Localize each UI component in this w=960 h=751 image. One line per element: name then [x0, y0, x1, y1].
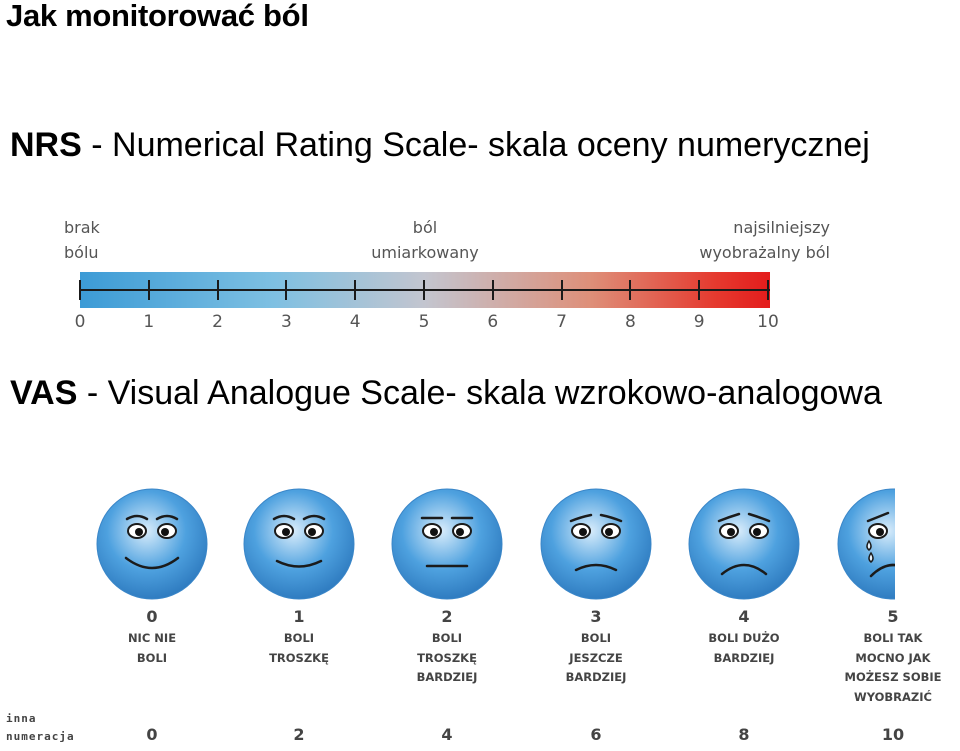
face-alt-number-4: 8: [738, 725, 750, 744]
face-alt-number-3: 6: [590, 725, 602, 744]
face-eyebrow-3-1: [599, 513, 623, 523]
nrs-tick-3: [285, 280, 288, 300]
face-pupil-0-0: [135, 528, 143, 536]
face-circle-1: [243, 488, 355, 600]
nrs-number-8: 8: [624, 312, 636, 332]
face-pupil-2-1: [456, 528, 464, 536]
vas-heading-abbr: VAS: [10, 374, 78, 412]
vas-faces: [96, 488, 895, 600]
nrs-label-moderate-line2: umiarkowany: [371, 243, 479, 262]
face-alt-number-1: 2: [293, 725, 305, 744]
nrs-heading: NRS - Numerical Rating Scale- skala ocen…: [10, 126, 870, 165]
nrs-tick-4: [354, 280, 357, 300]
face-eyebrow-3-0: [569, 513, 593, 523]
nrs-tick-2: [216, 280, 219, 300]
vas-heading-text: - Visual Analogue Scale- skala wzrokowo-…: [77, 374, 882, 412]
nrs-label-worst-line1: najsilniejszy: [733, 218, 830, 237]
face-alt-number-5: 10: [881, 725, 905, 744]
nrs-heading-text: - Numerical Rating Scale- skala oceny nu…: [81, 126, 870, 164]
nrs-number-4: 4: [349, 312, 361, 332]
face-eyebrow-1-1: [302, 514, 326, 521]
nrs-tick-8: [629, 280, 632, 300]
face-description-1: BOLI TROSZKĘ: [269, 631, 329, 665]
nrs-label-worst: najsilniejszy wyobrażalny ból: [660, 215, 830, 265]
nrs-number-6: 6: [487, 312, 499, 332]
face-description-4: BOLI DUŻO BARDZIEJ: [708, 631, 780, 665]
face-pupil-3-0: [579, 528, 587, 536]
face-circle-3: [540, 488, 652, 600]
face-number-3: 3: [590, 607, 602, 626]
nrs-number-1: 1: [143, 312, 155, 332]
face-mouth-1: [275, 559, 323, 568]
face-mouth-0: [124, 556, 180, 570]
nrs-label-no-pain: brak bólu: [64, 215, 100, 265]
nrs-tick-10: [767, 280, 769, 300]
nrs-heading-abbr: NRS: [10, 126, 82, 164]
face-description-0: NIC NIE BOLI: [127, 631, 177, 665]
face-pupil-4-0: [727, 528, 735, 536]
nrs-scale-line: [80, 289, 770, 291]
nrs-tick-5: [423, 280, 425, 300]
face-description-3: BOLI JESZCZE BARDZIEJ: [565, 631, 627, 684]
face-eyebrow-5-0: [866, 511, 890, 523]
face-eyebrow-1-0: [272, 514, 296, 521]
nrs-number-7: 7: [556, 312, 567, 332]
nrs-label-moderate-line1: ból: [412, 218, 438, 237]
vas-heading: VAS - Visual Analogue Scale- skala wzrok…: [10, 374, 882, 413]
face-number-2: 2: [441, 607, 453, 626]
nrs-label-no-pain-line1: brak: [64, 218, 100, 237]
face-pupil-4-1: [753, 528, 761, 536]
face-number-0: 0: [146, 607, 158, 626]
face-5: [837, 488, 895, 600]
face-number-5: 5: [887, 607, 899, 626]
face-pupil-3-1: [605, 528, 613, 536]
nrs-number-5: 5: [418, 312, 430, 332]
nrs-label-moderate: ból umiarkowany: [340, 215, 510, 265]
face-pupil-1-0: [282, 528, 290, 536]
face-pupil-0-1: [161, 528, 169, 536]
face-description-5: BOLI TAK MOCNO JAK MOŻESZ SOBIE WYOBRAZI…: [844, 631, 942, 704]
face-mouth-3: [574, 563, 618, 572]
face-circle-2: [391, 488, 503, 600]
page-title: Jak monitorować ból: [6, 0, 309, 33]
face-2: [391, 488, 503, 600]
nrs-number-9: 9: [693, 312, 705, 332]
face-number-4: 4: [738, 607, 750, 626]
face-mouth-5: [869, 563, 895, 578]
face-alt-number-0: 0: [146, 725, 158, 744]
face-mouth-4: [720, 563, 768, 576]
nrs-tick-7: [560, 280, 563, 300]
nrs-label-worst-line2: wyobrażalny ból: [699, 243, 830, 262]
face-4: [688, 488, 800, 600]
face-pupil-5-0: [876, 528, 884, 536]
nrs-tick-1: [147, 280, 150, 300]
nrs-tick-0: [79, 280, 81, 300]
face-eyebrow-4-1: [747, 512, 771, 523]
nrs-tick-9: [698, 280, 701, 300]
face-tear-1: [868, 551, 874, 563]
nrs-number-0: 0: [74, 312, 86, 332]
face-eyebrow-4-0: [717, 512, 741, 523]
nrs-number-2: 2: [212, 312, 223, 332]
face-circle-4: [688, 488, 800, 600]
face-tear-0: [866, 539, 872, 551]
face-circle-5: [837, 488, 895, 600]
face-3: [540, 488, 652, 600]
face-description-2: BOLI TROSZKĘ BARDZIEJ: [416, 631, 478, 684]
face-0: [96, 488, 208, 600]
face-circle-0: [96, 488, 208, 600]
face-eyebrow-0-1: [155, 514, 179, 521]
alt-numbering-label: inna numeracja: [6, 712, 75, 743]
nrs-number-3: 3: [280, 312, 292, 332]
nrs-number-10: 10: [757, 312, 779, 332]
face-number-1: 1: [293, 607, 305, 626]
face-eyebrow-0-0: [125, 514, 149, 521]
nrs-label-no-pain-line2: bólu: [64, 243, 99, 262]
face-1: [243, 488, 355, 600]
nrs-tick-6: [491, 280, 494, 300]
face-pupil-2-0: [430, 528, 438, 536]
face-alt-number-2: 4: [441, 725, 453, 744]
face-pupil-1-1: [308, 528, 316, 536]
